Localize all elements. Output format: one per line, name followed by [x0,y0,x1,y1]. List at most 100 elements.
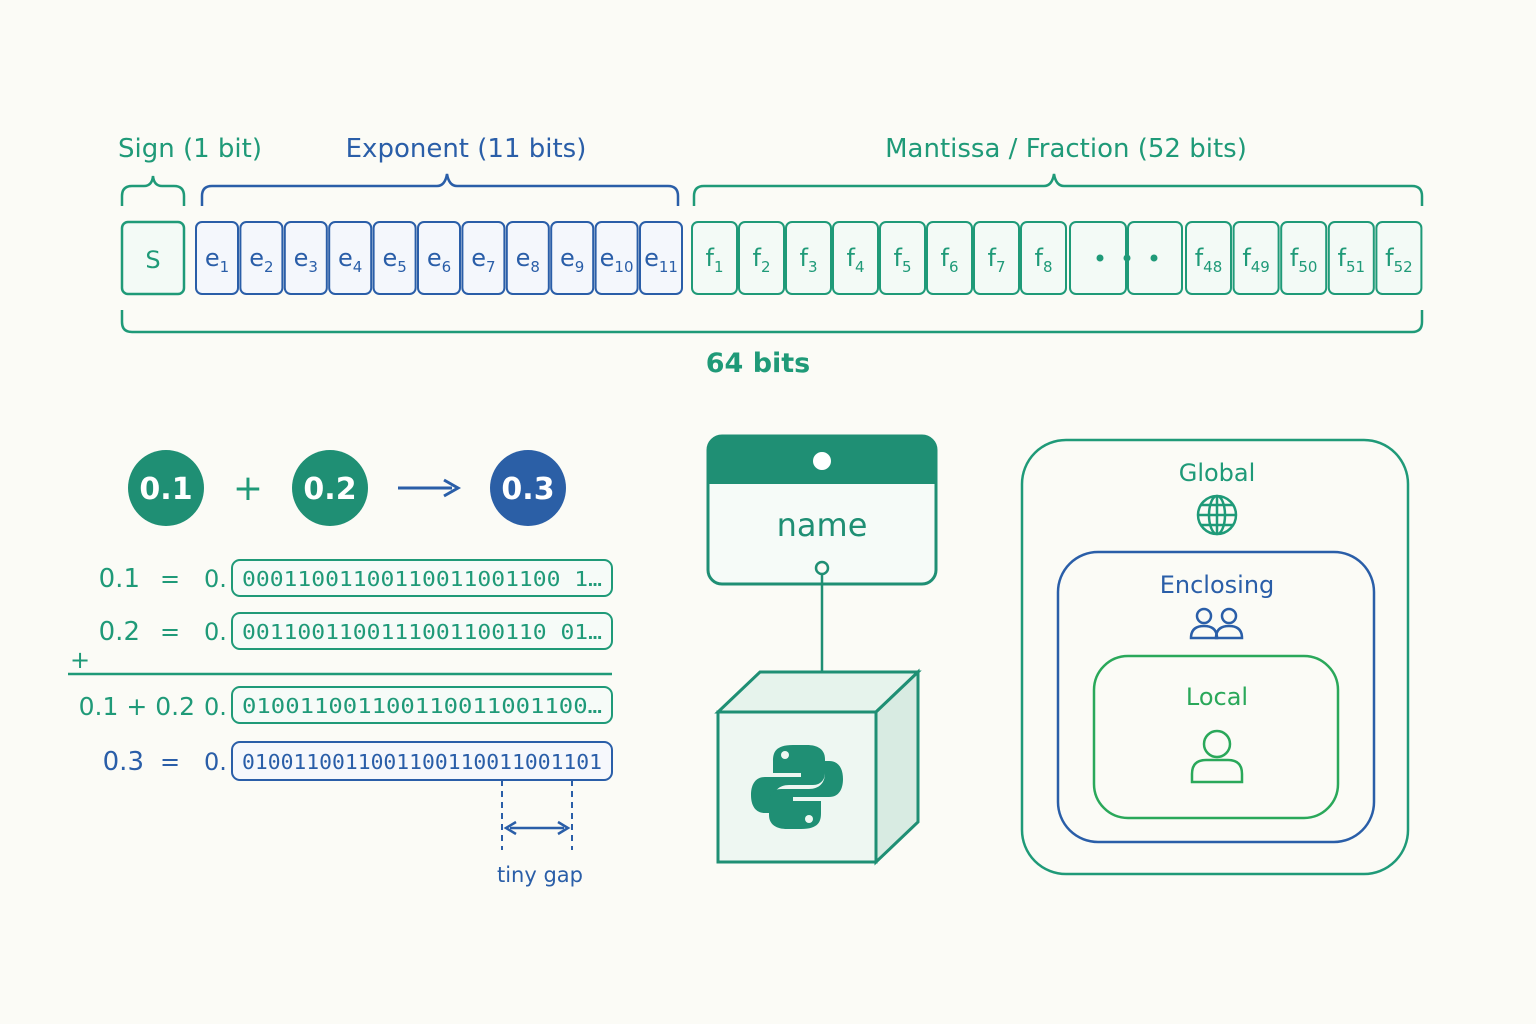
bit-cell-label: e2 [249,244,273,276]
local-label: Local [1186,683,1248,711]
tag-hole [811,450,833,472]
ellipsis-dot [1123,254,1131,262]
bit-cell: e6 [417,221,461,295]
row-bits: 0100110011001100110011001101 [242,750,602,774]
name-tag: name [706,434,938,586]
tiny-gap-marker: tiny gap [497,780,583,887]
row-lhs: 0.1 + 0.2 [79,692,195,721]
sign-bit-cell: S [120,220,186,296]
row-bits: 0011001100111001100110 01… [242,620,602,644]
result-text: 0.3 [501,472,554,507]
row-lhs: 0.2 [99,617,140,647]
global-scope-box [1020,438,1410,876]
bit-cell: f4 [832,221,879,295]
bit-cell: f49 [1232,221,1280,295]
user-icon [1190,729,1244,784]
row-bits: 00011001100110011001100 1… [242,567,602,591]
bit-cell-label: e5 [382,244,406,276]
add-sign: + [70,646,90,674]
bit-cell-label: e6 [427,244,451,276]
bit-cell-label: e3 [294,244,318,276]
total-bits-label: 64 bits [706,348,811,379]
ieee754-layout: Sign (1 bit) Exponent (11 bits) Mantissa… [118,134,1424,379]
bit-cell: e1 [195,221,239,295]
exponent-cells: e1 e2 e3 e4 e5 e6 e7 e8 e9 e10 e11 [195,221,683,295]
ellipsis-dot [1150,254,1158,262]
bit-cell-label: f48 [1195,244,1223,276]
bit-cell-label: f3 [800,244,818,276]
bit-cell-label: f7 [988,244,1006,276]
bit-cell-label: f4 [847,244,865,276]
fraction-ellipsis [1069,221,1183,295]
row-prefix: 0. [204,693,227,721]
exponent-label: Exponent (11 bits) [346,134,587,164]
bit-cell: e10 [594,221,639,295]
bit-cell-label: f49 [1242,244,1270,276]
bit-cell-label: f52 [1385,244,1413,276]
bit-cell: f52 [1375,221,1423,295]
name-binding-section: name [706,434,938,866]
mantissa-brace [692,173,1424,206]
sign-bit-text: S [145,246,160,274]
fraction-cells: f1 f2 f3 f4 f5 f6 f7 f8 f48 f49 f50 f51 f52 [691,221,1423,295]
bit-cell-label: f51 [1338,244,1366,276]
bit-cell: f48 [1185,221,1232,295]
arrow-right-icon [398,478,462,498]
bit-cell: e4 [328,221,373,295]
bit-cell-label: f8 [1035,244,1053,276]
enclosing-scope-box [1056,550,1376,844]
bit-cell: e8 [505,221,550,295]
bit-cell: f8 [1020,221,1067,295]
result-circle [490,450,566,526]
tiny-gap-label: tiny gap [497,863,583,887]
float-sum-section: 0.1 + 0.2 0.3 0.1 = 0. 00011001100110011… [68,450,613,887]
binary-row-sum: 0.1 + 0.2 0. = 010011001100110011001100… [79,686,613,724]
bit-cell-label: f2 [753,244,771,276]
bit-cell: e11 [639,221,683,295]
total-brace [120,310,1424,334]
sign-label: Sign (1 bit) [118,134,262,164]
bit-cell: e9 [550,221,595,295]
bit-cell-label: e11 [644,244,678,276]
bit-cell: f51 [1327,221,1375,295]
row-eq: = [160,565,180,593]
bit-cell-label: e1 [205,244,229,276]
row-prefix: 0. [204,618,227,646]
binary-row-0-2: 0.2 = 0. 0011001100111001100110 01… [99,612,613,650]
bit-cell: e5 [372,221,417,295]
mantissa-label: Mantissa / Fraction (52 bits) [885,134,1247,164]
bit-cell: e2 [239,221,284,295]
row-bits: 010011001100110011001100… [242,694,602,718]
bit-cell-label: f5 [894,244,912,276]
global-label: Global [1179,459,1256,487]
bit-cell: f7 [973,221,1020,295]
bit-cell: f1 [691,221,738,295]
local-scope-box [1092,654,1340,820]
binary-row-0-3: 0.3 = 0. 0100110011001100110011001101 [103,741,613,781]
exponent-brace [200,173,680,206]
link-knot [814,560,830,576]
row-prefix: 0. [204,748,227,776]
bit-cell: f6 [926,221,973,295]
scopes-section: Global Enclosing Local [1020,438,1410,876]
operand-a-text: 0.1 [139,472,192,507]
binary-row-0-1: 0.1 = 0. 00011001100110011001100 1… [99,559,613,597]
bit-cell: f5 [879,221,926,295]
bit-cell-label: e7 [471,244,495,276]
bit-cell-label: e9 [560,244,584,276]
bit-cell-label: e10 [600,244,634,276]
globe-icon [1196,494,1238,536]
operand-b-circle [292,450,368,526]
python-logo-icon [751,745,843,829]
operand-a-circle [128,450,204,526]
bit-cell-label: f6 [941,244,959,276]
row-lhs: 0.1 [99,564,140,594]
bit-cell-label: f50 [1290,244,1318,276]
bit-cell-label: e8 [516,244,540,276]
bit-cell: f3 [785,221,832,295]
object-cube [714,668,922,866]
users-icon [1189,607,1244,640]
row-prefix: 0. [204,565,227,593]
name-label: name [777,506,868,544]
